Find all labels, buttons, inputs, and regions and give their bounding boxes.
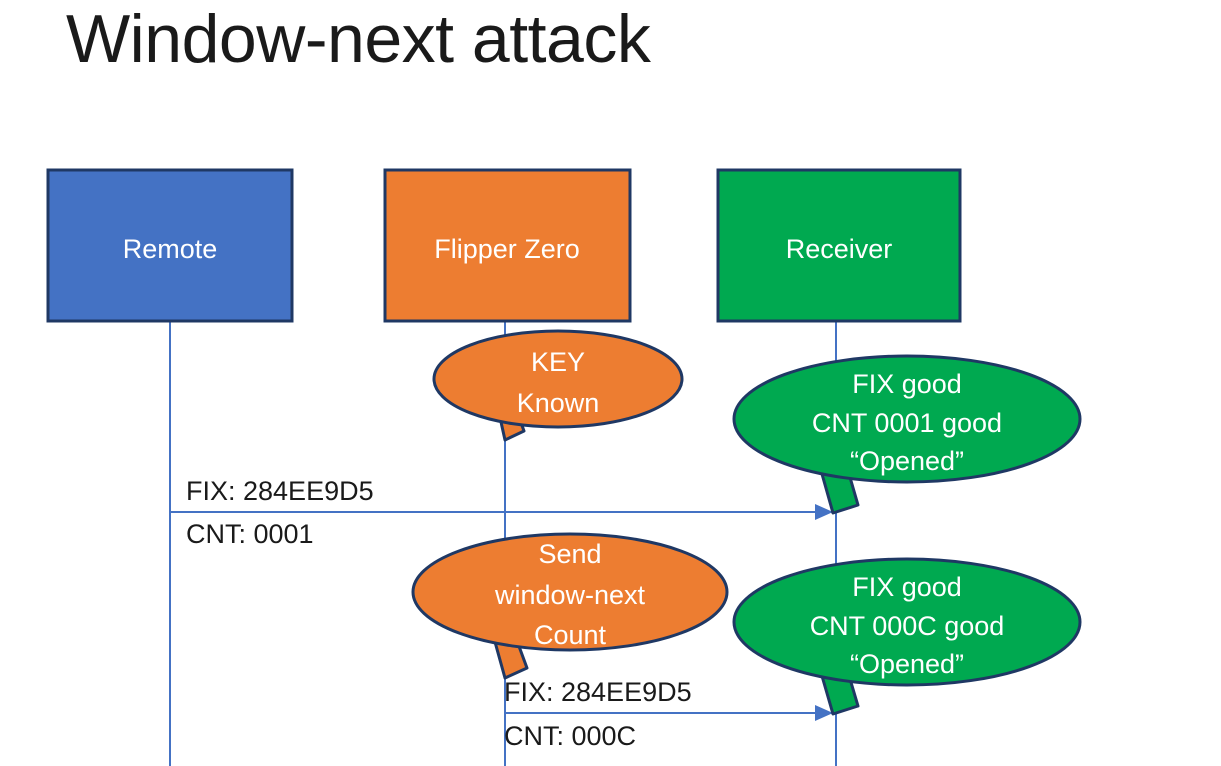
callout-line: window-next [494,580,646,610]
actor-label-receiver: Receiver [786,234,893,264]
actor-rect [716,168,962,323]
actor-rect [383,168,632,323]
callout-receiver-ack-1[interactable]: FIX good CNT 0001 good “Opened” [732,354,1082,515]
actor-label-flipper-zero: Flipper Zero [434,234,580,264]
callout-ellipse [411,532,729,652]
actor-box-flipper-zero[interactable]: Flipper Zero [383,168,632,323]
callout-line: “Opened” [850,649,964,679]
callout-line: FIX good [852,369,962,399]
callout-line: FIX good [852,572,962,602]
actor-rect [46,168,294,323]
callout-ellipse [432,329,684,429]
callout-receiver-ack-2[interactable]: FIX good CNT 000C good “Opened” [732,557,1082,716]
callout-line: Send [538,539,601,569]
message-label-cnt: CNT: 000C [504,721,636,751]
message-remote-to-receiver: FIX: 284EE9D5 CNT: 0001 [170,476,833,549]
callout-line: Count [534,620,607,650]
message-label-fix: FIX: 284EE9D5 [186,476,374,506]
callout-line: CNT 0001 good [812,408,1002,438]
callout-ellipse [732,354,1082,484]
actor-box-remote[interactable]: Remote [46,168,294,323]
callout-line: “Opened” [850,446,964,476]
callout-ellipse [732,557,1082,687]
callout-line: KEY [531,347,585,377]
message-label-fix: FIX: 284EE9D5 [504,677,692,707]
message-flipper-to-receiver: FIX: 284EE9D5 CNT: 000C [504,677,833,751]
callout-send-window-next[interactable]: Send window-next Count [411,532,729,680]
page-title: Window-next attack [66,1,651,77]
actor-box-receiver[interactable]: Receiver [716,168,962,323]
callout-line: CNT 000C good [810,611,1005,641]
callout-key-known[interactable]: KEY Known [432,329,684,442]
message-label-cnt: CNT: 0001 [186,519,314,549]
callout-line: Known [517,388,600,418]
actor-label-remote: Remote [123,234,218,264]
